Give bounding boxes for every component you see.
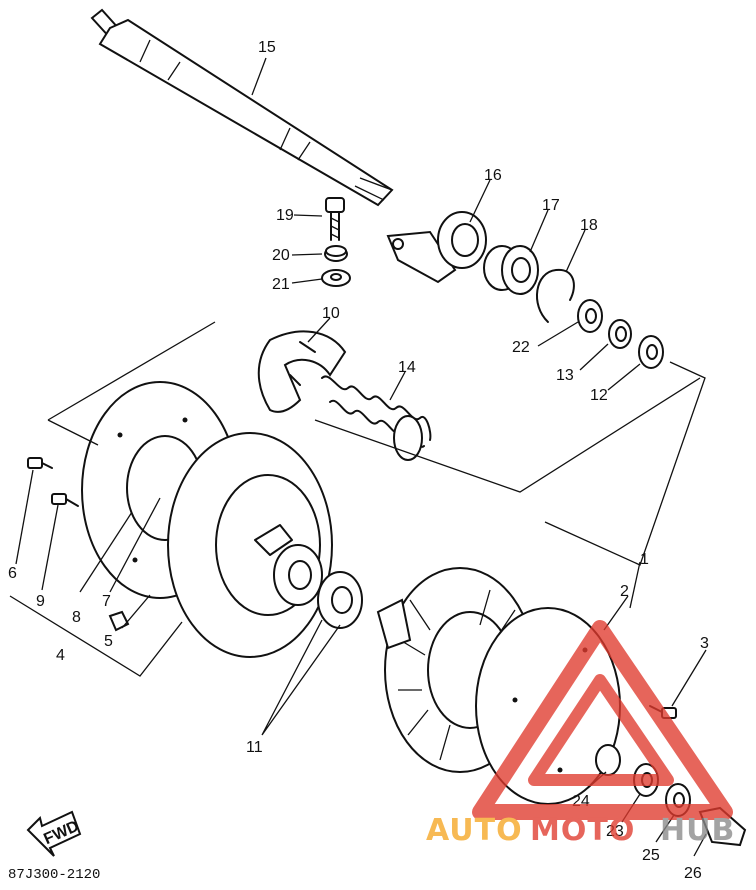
label-7: 7 (102, 593, 111, 610)
label-19: 19 (276, 207, 294, 224)
label-5: 5 (104, 633, 113, 650)
nut-5 (108, 610, 130, 632)
spring-14 (321, 375, 432, 461)
shaft-15 (90, 8, 394, 207)
oil-seal-11 (317, 571, 363, 629)
figure-code: 87J300-2120 (8, 867, 100, 883)
label-1: 1 (640, 551, 649, 568)
washer-22 (577, 299, 603, 333)
label-15: 15 (258, 39, 276, 56)
label-9: 9 (36, 593, 45, 610)
circlip-18 (536, 268, 575, 323)
bolt-6 (27, 457, 53, 469)
triangle-logo-icon (472, 620, 733, 820)
label-8: 8 (72, 609, 81, 626)
label-4: 4 (56, 647, 65, 664)
label-25: 25 (642, 847, 660, 864)
assembly-outline (9, 321, 706, 677)
automotohub-watermark: AUTO MOTO HUB (426, 620, 735, 848)
label-16: 16 (484, 167, 502, 184)
washer-13 (608, 319, 632, 349)
label-26: 26 (684, 865, 702, 882)
bolt-19 (325, 197, 345, 241)
label-17: 17 (542, 197, 560, 214)
label-23: 23 (606, 823, 624, 840)
label-12: 12 (590, 387, 608, 404)
label-2: 2 (620, 583, 629, 600)
spacer-24 (595, 744, 621, 776)
cam-10 (257, 330, 347, 413)
label-22: 22 (512, 339, 530, 356)
forward-arrow-icon: FWD (26, 810, 82, 857)
leader-lines (15, 57, 707, 857)
watermark-moto: MOTO (530, 813, 635, 848)
label-18: 18 (580, 217, 598, 234)
bracket-16 (386, 211, 487, 284)
label-20: 20 (272, 247, 290, 264)
washer-12 (638, 335, 664, 369)
label-3: 3 (700, 635, 709, 652)
label-6: 6 (8, 565, 17, 582)
label-13: 13 (556, 367, 574, 384)
washer-20 (324, 245, 348, 262)
part-labels: 15 16 17 18 19 20 21 10 14 22 13 12 1 2 … (8, 39, 709, 882)
label-11: 11 (246, 739, 263, 756)
label-21: 21 (272, 276, 290, 293)
label-10: 10 (322, 305, 340, 322)
washer-21 (321, 269, 351, 287)
watermark-hub: HUB (660, 813, 735, 848)
label-14: 14 (398, 359, 416, 376)
watermark-auto: AUTO (426, 813, 523, 848)
bolt-9 (51, 493, 79, 507)
movable-sheave-4 (167, 432, 333, 658)
bearing-17 (483, 245, 539, 295)
